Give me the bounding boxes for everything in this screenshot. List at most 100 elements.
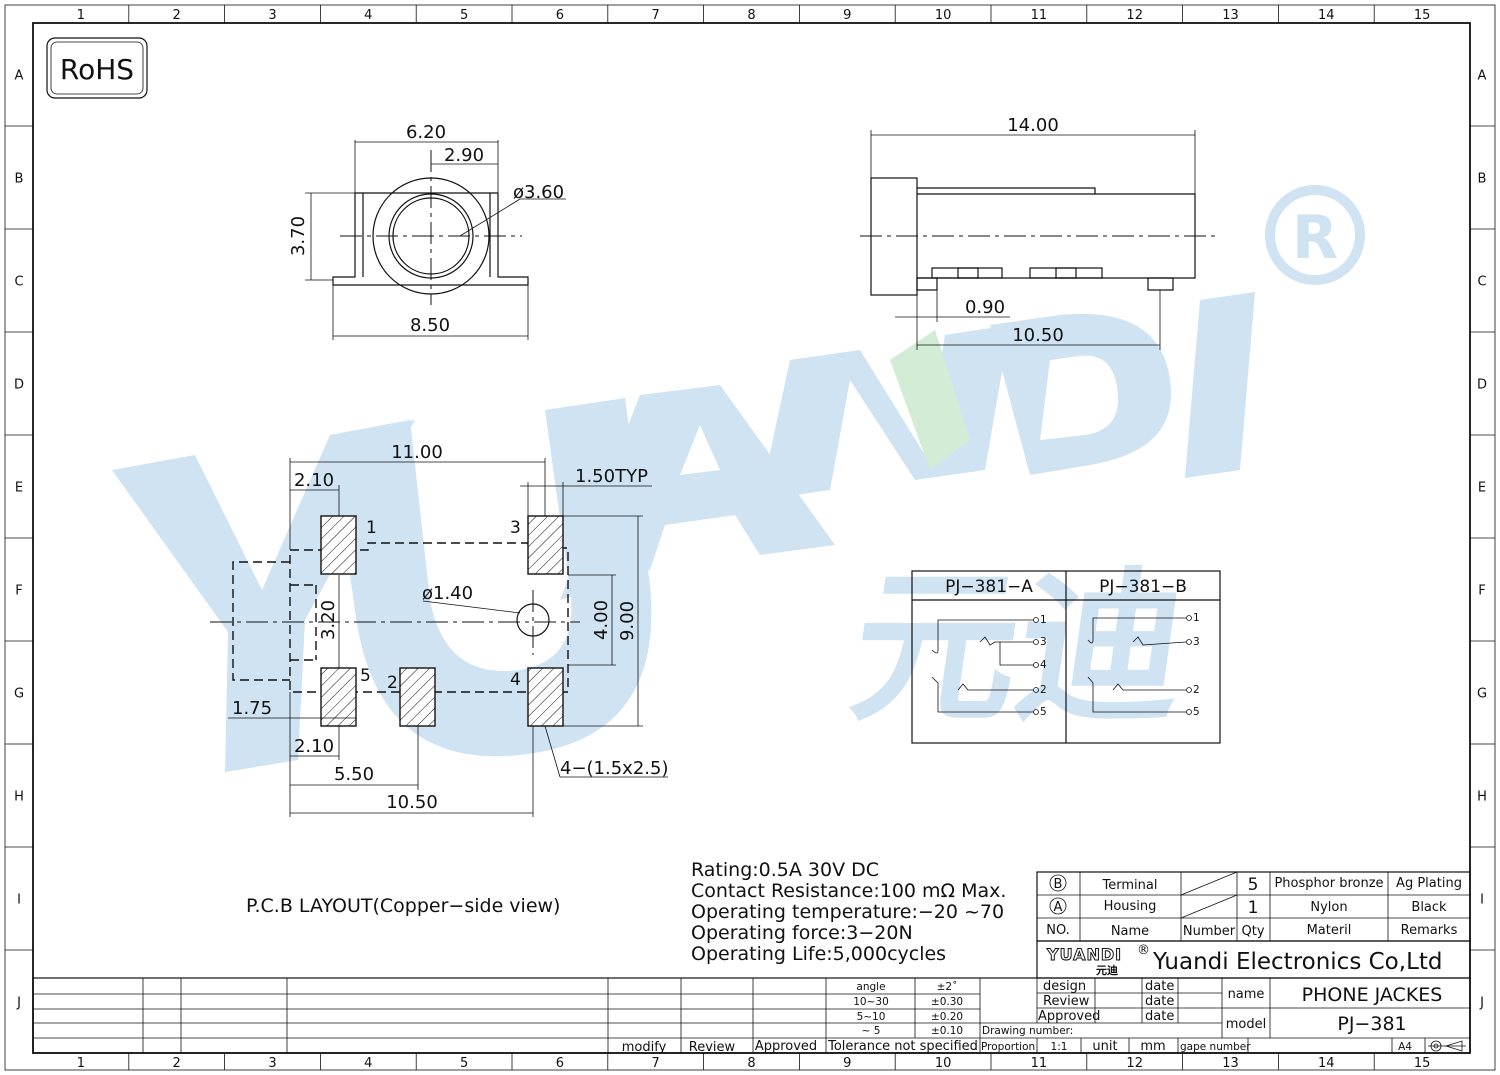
col-label-top: 12 (1126, 8, 1143, 23)
bom-row-a-material: Nylon (1310, 900, 1347, 915)
col-label-top: 15 (1414, 8, 1431, 23)
side-view: 14.00 0.90 10.50 (860, 115, 1215, 350)
col-label-bottom: 3 (268, 1056, 276, 1071)
pcb-dim-side: 1.75 (232, 698, 272, 719)
bom-header-name: Name (1111, 924, 1149, 939)
tb-model-value: PJ−381 (1337, 1013, 1406, 1035)
col-label-top: 4 (364, 8, 372, 23)
watermark-registered-circle (1265, 185, 1365, 285)
pcb-pin-3: 3 (510, 518, 521, 538)
bom-header-qty: Qty (1241, 924, 1264, 939)
front-dim-width-top: 6.20 (406, 122, 446, 143)
schematic-a-pin-2: 2 (1040, 684, 1047, 696)
bom-row-a-name: Housing (1104, 899, 1157, 914)
col-label-bottom: 11 (1031, 1056, 1048, 1071)
row-label-left: H (14, 790, 24, 805)
revision-modify: modify (622, 1040, 667, 1055)
tb-design: design (1043, 979, 1086, 994)
spec-force: Operating force:3−20N (691, 922, 913, 944)
col-label-bottom: 7 (652, 1056, 660, 1071)
row-label-left: F (15, 584, 22, 599)
bom-row-b-no: B (1054, 877, 1063, 892)
col-label-bottom: 8 (747, 1056, 755, 1071)
row-label-left: C (14, 275, 23, 290)
tol-value-1: ±0.30 (931, 996, 963, 1008)
col-label-top: 14 (1318, 8, 1335, 23)
tb-approved: Approved (1038, 1009, 1100, 1024)
schematic-a-pin-5: 5 (1040, 706, 1047, 718)
tol-range-0: angle (856, 981, 885, 993)
front-dim-offset: 2.90 (444, 145, 484, 166)
tb-model-label: model (1226, 1017, 1266, 1032)
pcb-dim-pad-note: 4−(1.5x2.5) (560, 758, 668, 779)
watermark-a (560, 385, 835, 600)
revision-review: Review (689, 1040, 736, 1055)
bom-row-a-qty: 1 (1248, 898, 1259, 918)
company-logo-sub: 元迪 (1096, 963, 1118, 977)
col-label-top: 8 (747, 8, 755, 23)
pcb-layout: 1 3 5 2 4 11.00 2.10 1.50TYP 3.20 ø1.40 … (210, 442, 668, 917)
col-label-top: 9 (843, 8, 851, 23)
tb-date-3: date (1145, 1009, 1174, 1024)
pcb-dim-pad-width: 1.50TYP (575, 466, 648, 487)
col-label-bottom: 13 (1222, 1056, 1239, 1071)
revision-approved: Approved (755, 1039, 817, 1054)
row-label-right: J (1479, 996, 1484, 1011)
col-label-top: 5 (460, 8, 468, 23)
rohs-label: RoHS (60, 53, 134, 86)
col-label-bottom: 6 (556, 1056, 564, 1071)
tol-value-0: ±2˚ (937, 981, 958, 993)
pcb-dim-inner: 4.00 (591, 600, 612, 640)
tb-date-2: date (1145, 994, 1174, 1009)
row-label-left: A (15, 69, 24, 84)
tb-proportion-label: Proportion (981, 1041, 1035, 1053)
schematic-header-a: PJ−381−A (945, 577, 1033, 597)
side-dim-length: 14.00 (1007, 115, 1059, 136)
tb-name-label: name (1228, 987, 1265, 1002)
watermark-i (1185, 292, 1255, 478)
tb-gape-number: gape number (1180, 1041, 1251, 1053)
schematic-b-pin-2: 2 (1193, 684, 1200, 696)
tb-drawing-number: Drawing number: (982, 1025, 1073, 1037)
pcb-dim-outer: 9.00 (617, 601, 638, 641)
col-label-bottom: 4 (364, 1056, 372, 1071)
company-logo-reg: ® (1137, 943, 1150, 958)
pcb-pin-4: 4 (510, 670, 521, 690)
pcb-pad-5 (320, 667, 357, 727)
bom-header-material: Materil (1307, 923, 1352, 938)
tb-unit-label: unit (1092, 1039, 1117, 1054)
tb-sheet-size: A4 (1398, 1041, 1412, 1053)
watermark-n (760, 325, 1010, 500)
spec-life: Operating Life:5,000cycles (691, 943, 946, 965)
col-label-bottom: 14 (1318, 1056, 1335, 1071)
col-label-bottom: 2 (173, 1056, 181, 1071)
tol-range-1: 10~30 (853, 996, 889, 1008)
pcb-dim-mid: 5.50 (334, 764, 374, 785)
tb-review: Review (1043, 994, 1090, 1009)
bom-header-remarks: Remarks (1401, 923, 1458, 938)
schematic-b-pin-3: 3 (1193, 636, 1200, 648)
title-block: modify Review Approved angle ±2˚ 10~30 ±… (32, 977, 1471, 1055)
pcb-dim-pad-offset: 2.10 (294, 470, 334, 491)
side-dim-pin-offset: 0.90 (965, 297, 1005, 318)
watermark-registered-r: R (1292, 203, 1338, 273)
pcb-pad-1 (320, 515, 357, 575)
tb-date-1: date (1145, 979, 1174, 994)
specs: Rating:0.5A 30V DC Contact Resistance:10… (691, 859, 1006, 965)
col-label-top: 3 (268, 8, 276, 23)
watermark-chinese: 元迪 (840, 553, 1197, 745)
bom-row-b-material: Phosphor bronze (1274, 876, 1383, 891)
pcb-pin-5: 5 (360, 666, 371, 686)
schematic-b-pin-1: 1 (1193, 612, 1200, 624)
col-label-top: 1 (77, 8, 85, 23)
projection-symbol-icon (1428, 1040, 1466, 1052)
bom-row-b-qty: 5 (1248, 875, 1259, 895)
pcb-caption: P.C.B LAYOUT(Copper−side view) (246, 895, 560, 917)
row-label-left: G (14, 687, 24, 702)
col-label-top: 13 (1222, 8, 1239, 23)
row-label-left: B (15, 172, 24, 187)
row-label-left: J (16, 996, 21, 1011)
row-label-right: D (1477, 378, 1487, 393)
pcb-pad-4 (527, 667, 564, 727)
